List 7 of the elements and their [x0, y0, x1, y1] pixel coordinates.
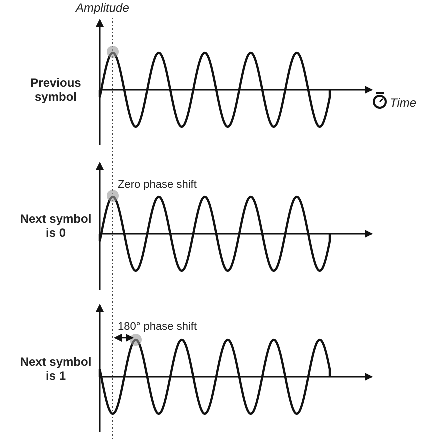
annotation-text: Zero phase shift [118, 178, 197, 192]
row-label: Previous symbol [30, 76, 82, 104]
row-label: Next symbol is 0 [19, 212, 93, 240]
axis-label: Amplitude [76, 1, 130, 15]
annotation-text: 180° phase shift [118, 320, 198, 334]
axis-label: Time [390, 96, 417, 110]
row-label: Next symbol is 1 [19, 355, 93, 383]
